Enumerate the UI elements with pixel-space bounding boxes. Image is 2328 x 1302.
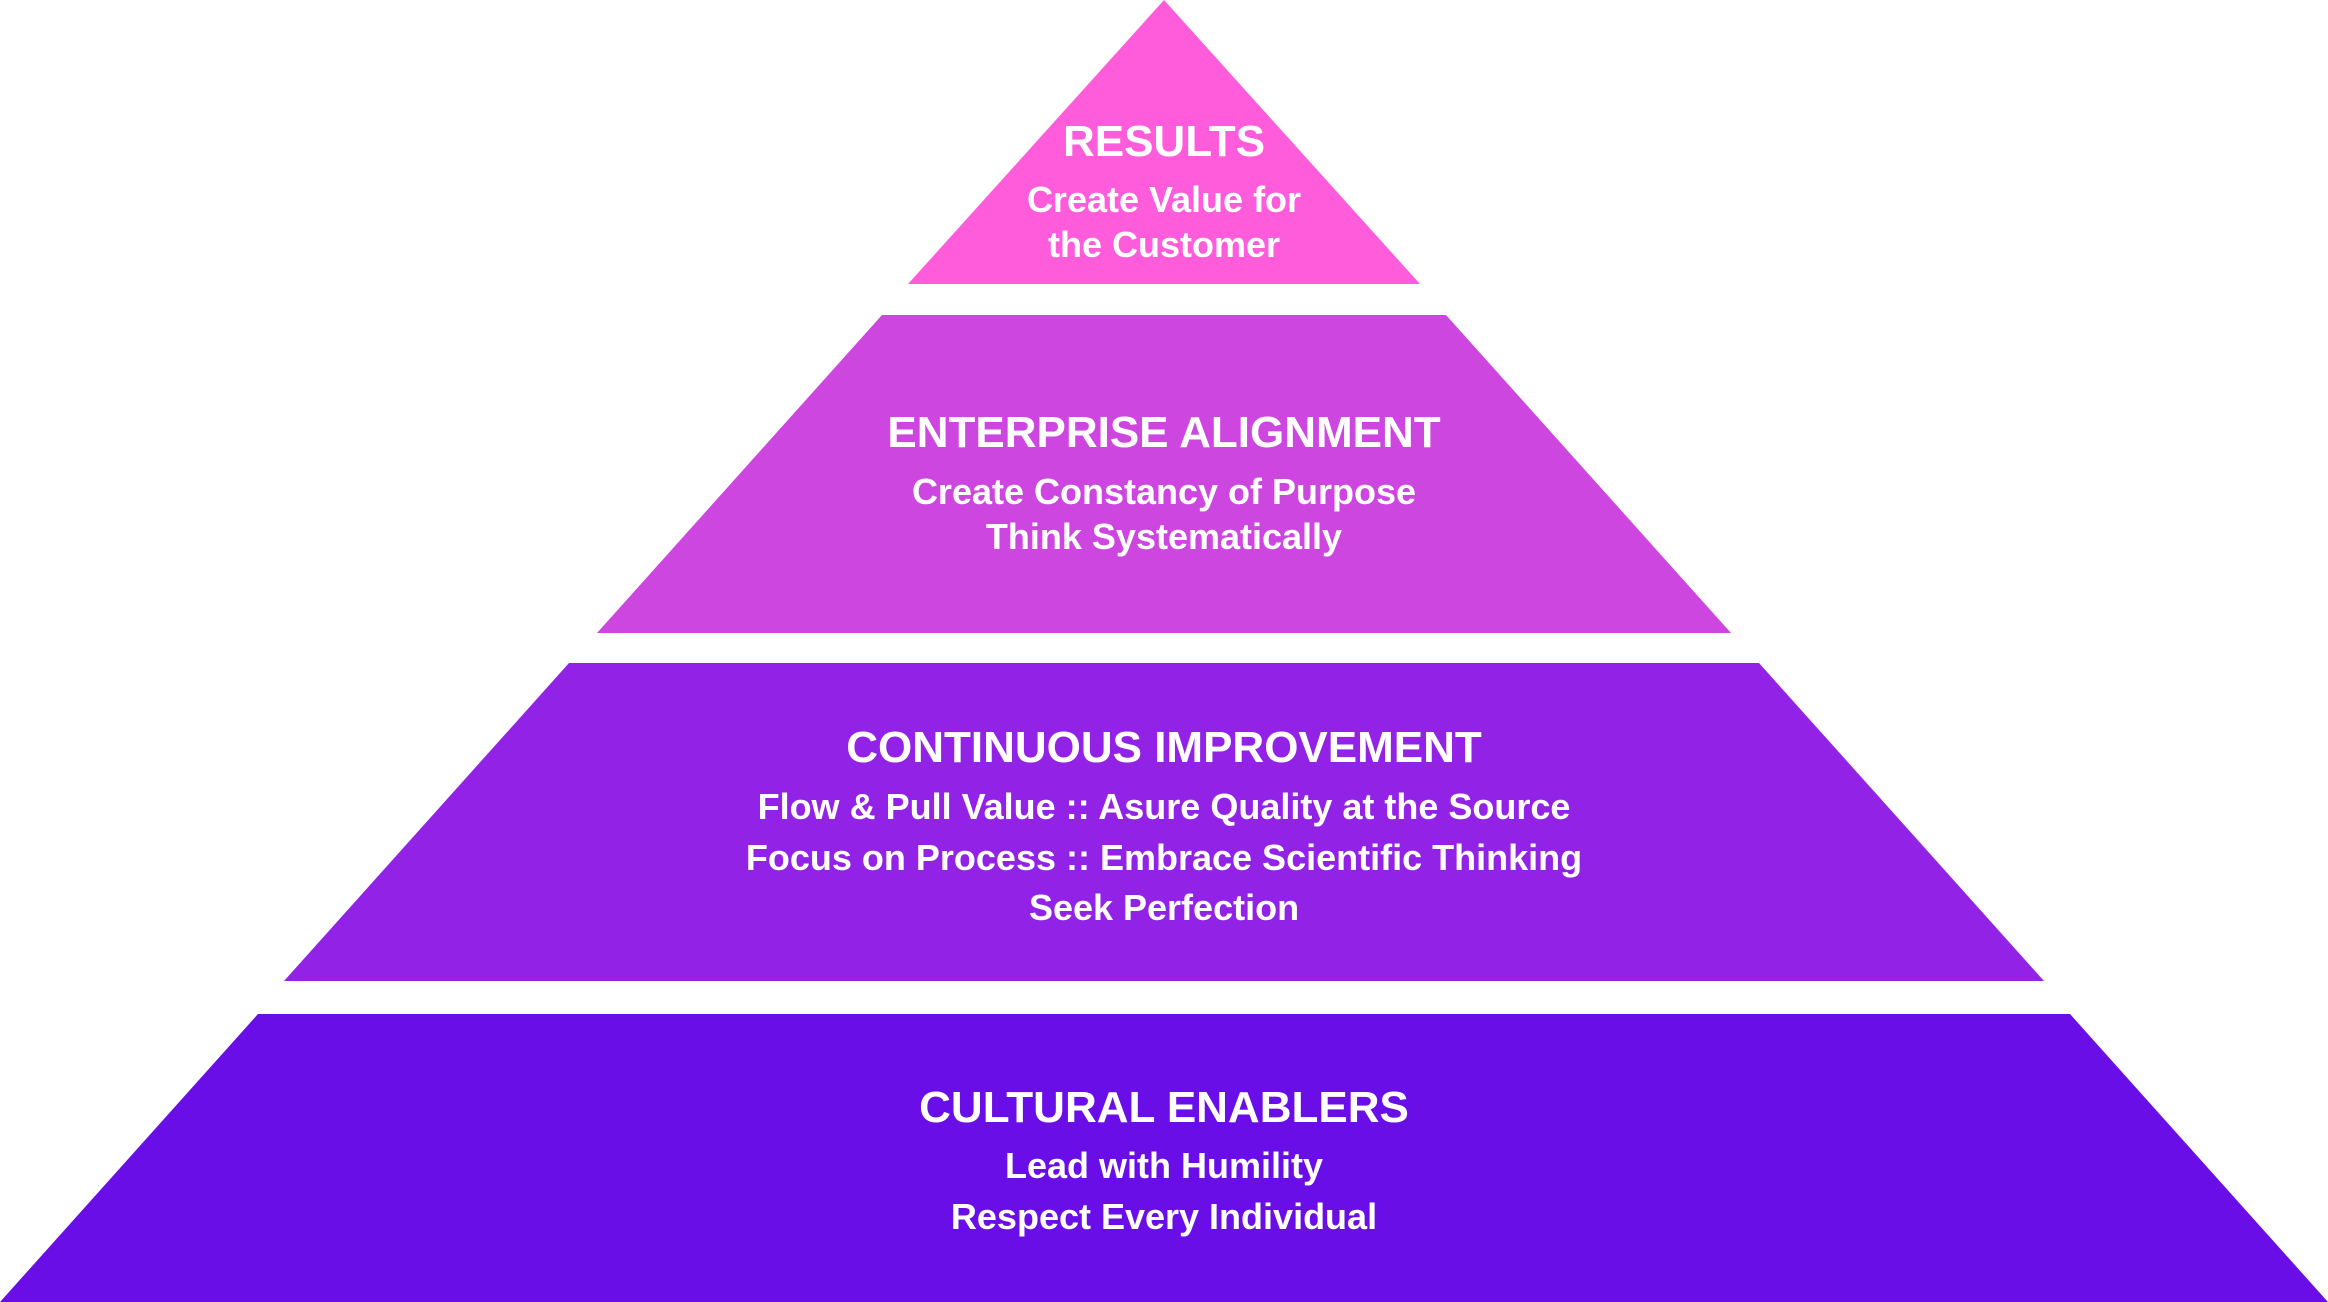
- tier-enterprise-alignment-line-2: Think Systematically: [986, 516, 1342, 557]
- tier-results-line-2: the Customer: [1048, 224, 1280, 265]
- tier-continuous-improvement-line-1: Flow & Pull Value :: Asure Quality at th…: [758, 786, 1571, 827]
- tier-results-shape: [908, 0, 1420, 284]
- tier-cultural-enablers: CULTURAL ENABLERS Lead with Humility Res…: [0, 1014, 2328, 1302]
- tier-cultural-enablers-shape: [0, 1014, 2328, 1302]
- tier-continuous-improvement-line-2: Focus on Process :: Embrace Scientific T…: [746, 837, 1582, 878]
- tier-results-line-1: Create Value for: [1027, 179, 1301, 220]
- tier-continuous-improvement-title: CONTINUOUS IMPROVEMENT: [846, 723, 1482, 772]
- tier-cultural-enablers-line-1: Lead with Humility: [1005, 1145, 1323, 1186]
- tier-results: RESULTS Create Value for the Customer: [908, 0, 1420, 284]
- tier-enterprise-alignment-line-1: Create Constancy of Purpose: [912, 471, 1416, 512]
- tier-cultural-enablers-title: CULTURAL ENABLERS: [919, 1083, 1409, 1132]
- tier-enterprise-alignment-shape: [597, 315, 1731, 633]
- tier-continuous-improvement: CONTINUOUS IMPROVEMENT Flow & Pull Value…: [284, 663, 2044, 981]
- tier-continuous-improvement-line-3: Seek Perfection: [1029, 887, 1299, 928]
- tier-cultural-enablers-line-2: Respect Every Individual: [951, 1196, 1377, 1237]
- tier-results-title: RESULTS: [1063, 117, 1265, 166]
- tier-continuous-improvement-shape: [284, 663, 2044, 981]
- tier-enterprise-alignment-title: ENTERPRISE ALIGNMENT: [887, 408, 1440, 457]
- tier-enterprise-alignment: ENTERPRISE ALIGNMENT Create Constancy of…: [597, 315, 1731, 633]
